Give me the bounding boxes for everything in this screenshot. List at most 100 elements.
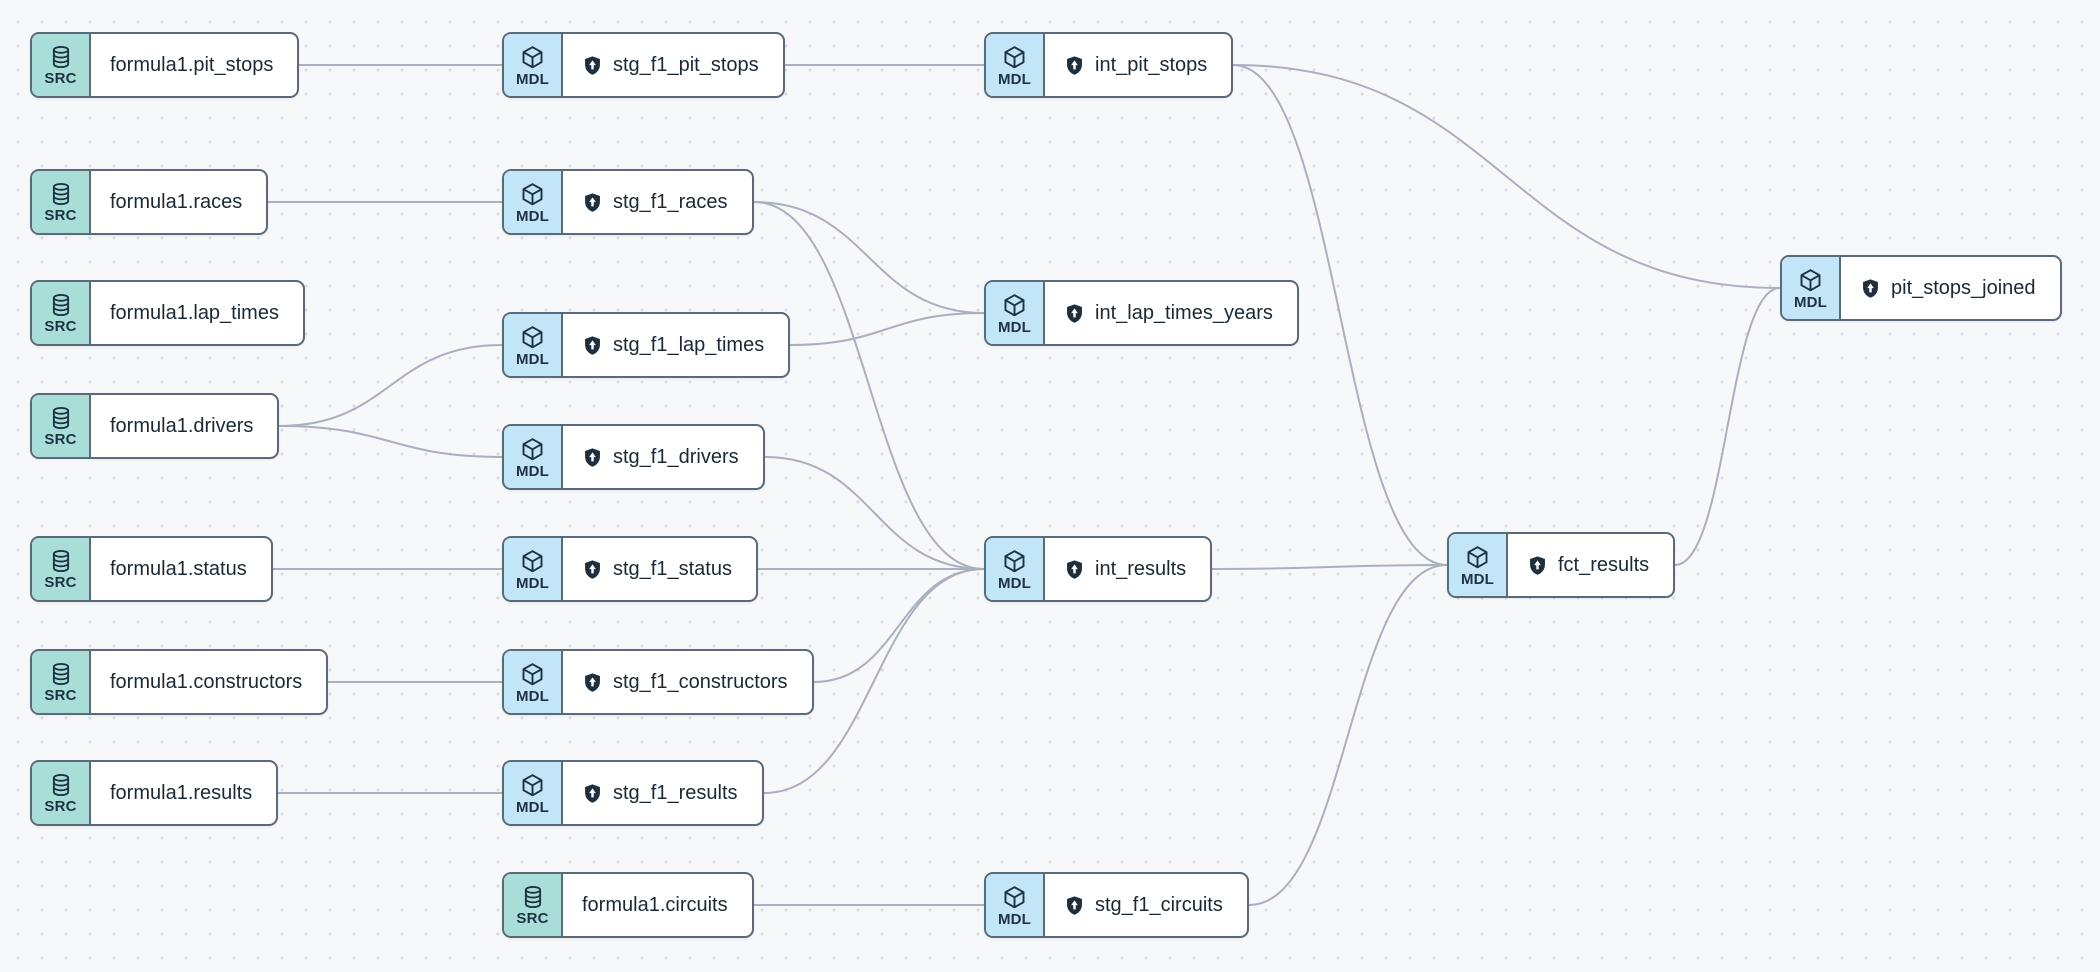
- node-label: stg_f1_drivers: [613, 445, 739, 468]
- lineage-node-stg_f1_results[interactable]: MDL stg_f1_results: [502, 760, 764, 826]
- source-badge: SRC: [32, 395, 91, 457]
- shield-icon: [585, 559, 600, 579]
- node-label-area: pit_stops_joined: [1841, 257, 2060, 319]
- badge-label: SRC: [44, 318, 77, 335]
- shield-icon: [585, 672, 600, 692]
- node-label-area: formula1.constructors: [91, 651, 326, 713]
- node-label: stg_f1_races: [613, 190, 728, 213]
- lineage-node-fct_results[interactable]: MDL fct_results: [1447, 532, 1676, 598]
- badge-label: SRC: [44, 687, 77, 704]
- lineage-node-stg_f1_constructors[interactable]: MDL stg_f1_constructors: [502, 649, 814, 715]
- lineage-node-int_pit_stops[interactable]: MDL int_pit_stops: [984, 32, 1234, 98]
- lineage-node-int_results[interactable]: MDL int_results: [984, 536, 1213, 602]
- node-label-area: stg_f1_results: [563, 762, 762, 824]
- lineage-node-formula1.pit_stops[interactable]: SRC formula1.pit_stops: [30, 32, 300, 98]
- cube-icon: [1004, 549, 1025, 572]
- model-badge: MDL: [504, 314, 563, 376]
- lineage-node-formula1.races[interactable]: SRC formula1.races: [30, 169, 269, 235]
- badge-label: MDL: [515, 687, 550, 705]
- source-badge: SRC: [32, 34, 91, 96]
- model-badge: MDL: [504, 762, 563, 824]
- lineage-node-stg_f1_status[interactable]: MDL stg_f1_status: [502, 536, 758, 602]
- model-badge: MDL: [986, 874, 1045, 936]
- edge-stg_f1_drivers-to-int_results: [764, 456, 985, 570]
- node-label-area: formula1.pit_stops: [91, 34, 297, 96]
- source-badge: SRC: [32, 282, 91, 344]
- database-icon: [52, 663, 69, 685]
- database-icon: [52, 294, 69, 316]
- cube-icon: [522, 662, 543, 685]
- source-badge: SRC: [32, 762, 91, 824]
- node-label: formula1.status: [110, 557, 247, 580]
- lineage-node-formula1.drivers[interactable]: SRC formula1.drivers: [30, 393, 280, 459]
- lineage-node-stg_f1_races[interactable]: MDL stg_f1_races: [502, 169, 754, 235]
- node-label: formula1.constructors: [110, 670, 303, 693]
- edge-formula1.drivers-to-stg_f1_drivers: [278, 425, 503, 458]
- badge-label: MDL: [515, 574, 550, 592]
- edge-stg_f1_races-to-int_lap_times_years: [753, 201, 985, 314]
- node-label: formula1.pit_stops: [110, 53, 274, 76]
- edge-stg_f1_races-to-int_results: [753, 201, 985, 570]
- node-label-area: stg_f1_lap_times: [563, 314, 788, 376]
- node-label-area: stg_f1_drivers: [563, 426, 763, 488]
- shield-icon: [1067, 55, 1082, 75]
- node-label-area: int_lap_times_years: [1045, 282, 1297, 344]
- model-badge: MDL: [1449, 534, 1508, 596]
- node-label: formula1.drivers: [110, 414, 254, 437]
- badge-label: MDL: [515, 207, 550, 225]
- edge-fct_results-to-pit_stops_joined: [1674, 287, 1781, 566]
- lineage-node-stg_f1_circuits[interactable]: MDL stg_f1_circuits: [984, 872, 1249, 938]
- badge-label: SRC: [44, 798, 77, 815]
- node-label-area: int_results: [1045, 538, 1210, 600]
- shield-icon: [1067, 559, 1082, 579]
- node-label-area: int_pit_stops: [1045, 34, 1231, 96]
- edge-stg_f1_constructors-to-int_results: [813, 568, 985, 683]
- lineage-node-formula1.constructors[interactable]: SRC formula1.constructors: [30, 649, 329, 715]
- node-label-area: formula1.lap_times: [91, 282, 303, 344]
- source-badge: SRC: [32, 651, 91, 713]
- badge-label: MDL: [997, 910, 1032, 928]
- edge-stg_f1_circuits-to-fct_results: [1248, 564, 1448, 906]
- database-icon: [52, 46, 69, 68]
- lineage-node-pit_stops_joined[interactable]: MDL pit_stops_joined: [1780, 255, 2062, 321]
- node-label: stg_f1_results: [613, 781, 738, 804]
- model-badge: MDL: [504, 171, 563, 233]
- badge-label: MDL: [515, 70, 550, 88]
- node-label: formula1.races: [110, 190, 243, 213]
- node-label-area: formula1.drivers: [91, 395, 277, 457]
- database-icon: [524, 886, 541, 908]
- node-label-area: stg_f1_status: [563, 538, 756, 600]
- model-badge: MDL: [504, 426, 563, 488]
- badge-label: SRC: [44, 70, 77, 87]
- badge-label: SRC: [44, 431, 77, 448]
- badge-label: SRC: [44, 207, 77, 224]
- cube-icon: [1004, 293, 1025, 316]
- model-badge: MDL: [986, 538, 1045, 600]
- edge-int_pit_stops-to-pit_stops_joined: [1232, 64, 1781, 289]
- node-label: int_pit_stops: [1095, 53, 1208, 76]
- badge-label: MDL: [997, 574, 1032, 592]
- node-label: stg_f1_lap_times: [613, 333, 765, 356]
- node-label-area: formula1.circuits: [563, 874, 752, 936]
- node-label-area: stg_f1_circuits: [1045, 874, 1247, 936]
- badge-label: MDL: [1793, 293, 1828, 311]
- edge-formula1.drivers-to-stg_f1_lap_times: [278, 344, 503, 427]
- node-label-area: stg_f1_constructors: [563, 651, 812, 713]
- node-label: fct_results: [1558, 553, 1650, 576]
- lineage-node-stg_f1_lap_times[interactable]: MDL stg_f1_lap_times: [502, 312, 791, 378]
- model-badge: MDL: [986, 282, 1045, 344]
- shield-icon: [1067, 895, 1082, 915]
- lineage-node-formula1.lap_times[interactable]: SRC formula1.lap_times: [30, 280, 305, 346]
- badge-label: MDL: [997, 70, 1032, 88]
- cube-icon: [1467, 545, 1488, 568]
- lineage-node-stg_f1_drivers[interactable]: MDL stg_f1_drivers: [502, 424, 765, 490]
- node-label: stg_f1_constructors: [613, 670, 788, 693]
- database-icon: [52, 550, 69, 572]
